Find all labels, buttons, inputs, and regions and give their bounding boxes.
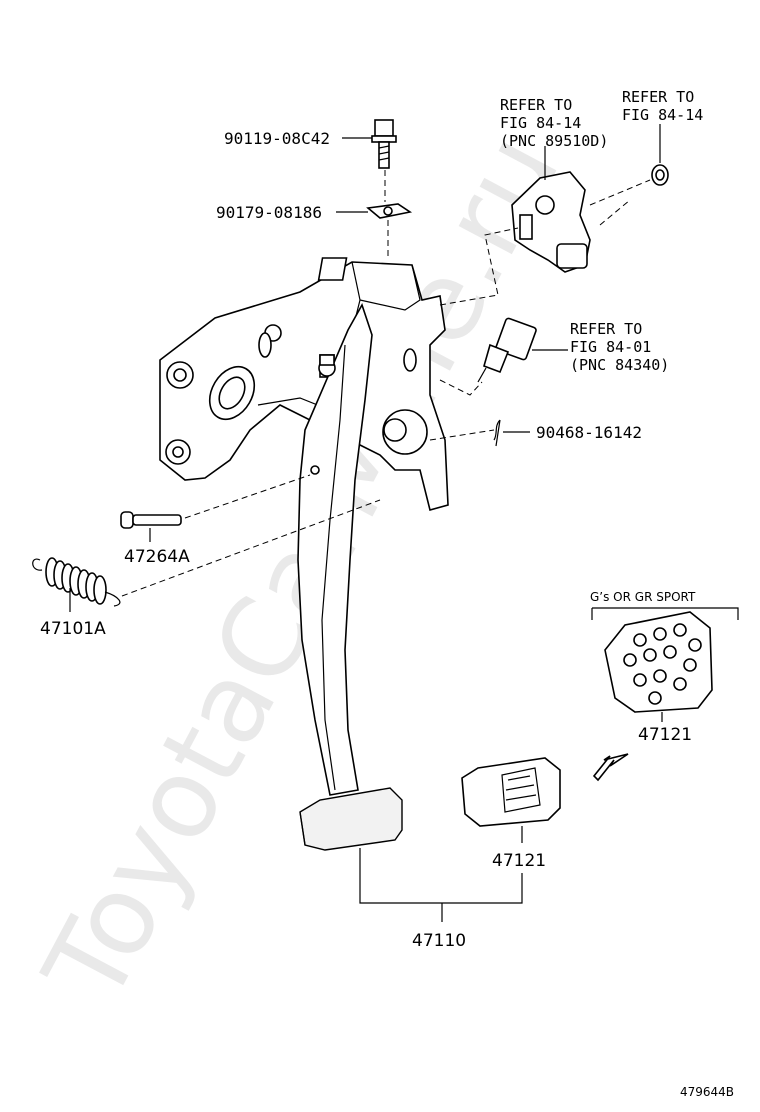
pedal-pad-sport [604,611,713,713]
label-pad-standard: 47121 [492,851,546,871]
variant-note: G’s OR GR SPORT [590,590,696,604]
leader-lines [69,124,739,922]
figure-id: 479644B [680,1085,734,1099]
pedal-bracket [159,257,449,511]
label-clip: 90468-16142 [536,423,642,442]
bolt-part [371,119,397,169]
pedal-pad-standard [461,757,561,827]
stop-lamp-switch [477,317,537,383]
ref3-line2: FIG 84-01 [570,338,651,356]
nut-part [651,164,669,186]
stroke-sensor [511,171,591,273]
ref1-line1: REFER TO [500,96,572,114]
pedal-pad-standard-on-arm [299,787,403,851]
guide-lines [121,170,651,597]
spring-part [32,557,121,607]
label-pad-sport: 47121 [638,725,692,745]
washer-part [366,203,413,219]
ref1-line2: FIG 84-14 [500,114,581,132]
pin-part [120,511,182,529]
label-pedal-assy: 47110 [412,931,466,951]
ref1-line3: (PNC 89510D) [500,132,608,150]
ref3-line1: REFER TO [570,320,642,338]
ref3-line3: (PNC 84340) [570,356,669,374]
arrow-icon [592,753,629,782]
label-pin: 47264A [124,547,190,567]
clip-part [493,419,501,447]
label-washer: 90179-08186 [216,203,322,222]
ref2-line2: FIG 84-14 [622,106,703,124]
label-bolt: 90119-08C42 [224,129,330,148]
pedal-arm [297,303,373,796]
ref2-line1: REFER TO [622,88,694,106]
label-spring: 47101A [40,619,106,639]
